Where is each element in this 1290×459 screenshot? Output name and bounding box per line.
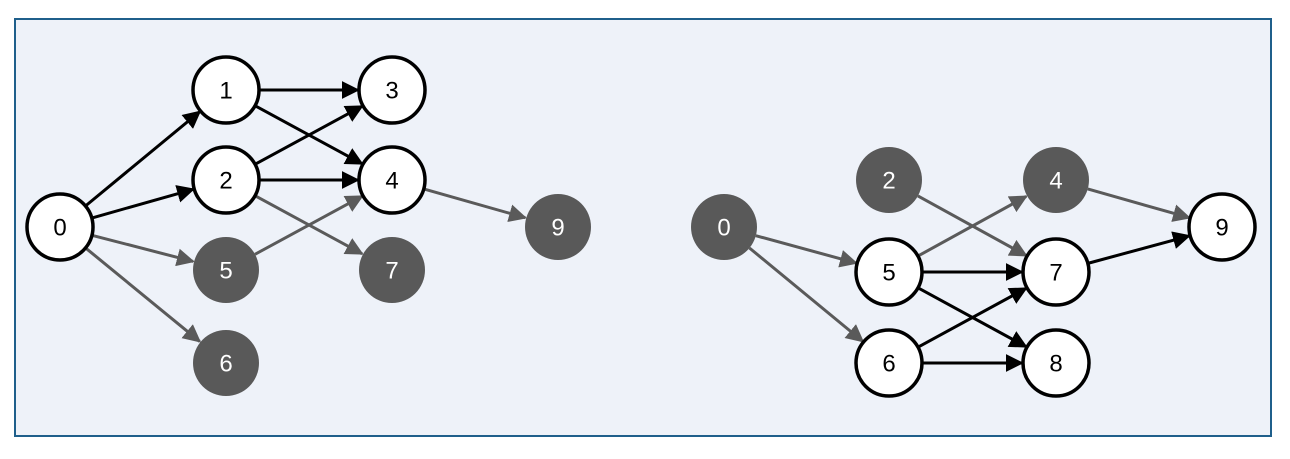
left-graph-node-9-circle bbox=[525, 194, 591, 260]
right-graph-edge-7-9 bbox=[1087, 231, 1191, 265]
nodes-layer: 0 1 2 3 4 5 6 7 9 0 2 4 5 6 7 8 9 bbox=[25, 55, 1257, 398]
right-graph-node-0-circle bbox=[691, 194, 757, 260]
right-graph-node-9-label: 9 bbox=[1215, 215, 1228, 242]
left-graph-node-4-circle bbox=[357, 145, 427, 215]
left-graph-node-3-label: 3 bbox=[385, 78, 398, 105]
left-graph-edge-0-5 bbox=[91, 233, 195, 267]
left-graph-node-5-circle bbox=[193, 237, 259, 303]
left-graph-node-6: 6 bbox=[193, 330, 259, 396]
left-graph-edge-4-9 bbox=[423, 187, 528, 222]
edges-layer bbox=[84, 81, 1192, 372]
left-graph-node-6-circle bbox=[193, 330, 259, 396]
left-graph-node-1-circle bbox=[191, 55, 261, 125]
right-graph-node-8: 8 bbox=[1021, 328, 1091, 398]
right-graph-node-7-label: 7 bbox=[1049, 260, 1062, 287]
right-graph-node-0-label: 0 bbox=[717, 215, 730, 242]
right-graph-node-4-circle bbox=[1023, 147, 1089, 213]
right-graph-node-5: 5 bbox=[854, 237, 924, 307]
left-graph-node-7-circle bbox=[359, 237, 425, 303]
right-graph-edge-4-9 bbox=[1087, 187, 1192, 222]
right-graph-node-6-label: 6 bbox=[882, 351, 895, 378]
left-graph-edge-0-2 bbox=[91, 185, 196, 220]
right-graph-node-2: 2 bbox=[856, 147, 922, 213]
left-graph-edge-0-6 bbox=[84, 246, 202, 343]
left-graph-node-4-label: 4 bbox=[385, 168, 398, 195]
left-graph-node-3-circle bbox=[357, 55, 427, 125]
left-graph-node-5-label: 5 bbox=[219, 258, 232, 285]
left-graph-node-9: 9 bbox=[525, 194, 591, 260]
right-graph-node-5-circle bbox=[854, 237, 924, 307]
left-graph-node-0: 0 bbox=[25, 192, 95, 262]
left-graph-edge-2-3 bbox=[254, 104, 364, 166]
left-graph-node-0-circle bbox=[25, 192, 95, 262]
right-graph-node-2-circle bbox=[856, 147, 922, 213]
left-graph-node-0-label: 0 bbox=[53, 215, 66, 242]
right-graph-node-9-circle bbox=[1187, 192, 1257, 262]
right-graph-node-5-label: 5 bbox=[882, 260, 895, 287]
left-graph-node-1-label: 1 bbox=[219, 78, 232, 105]
right-graph-node-6: 6 bbox=[854, 328, 924, 398]
right-graph-node-9: 9 bbox=[1187, 192, 1257, 262]
left-graph-node-2: 2 bbox=[191, 145, 261, 215]
right-graph-node-4-label: 4 bbox=[1049, 168, 1062, 195]
right-graph-node-8-label: 8 bbox=[1049, 351, 1062, 378]
right-graph-edge-6-7 bbox=[917, 286, 1028, 349]
right-graph-node-0: 0 bbox=[691, 194, 757, 260]
left-graph-node-5: 5 bbox=[193, 237, 259, 303]
right-graph-node-2-label: 2 bbox=[882, 168, 895, 195]
right-graph-edge-0-5 bbox=[755, 234, 858, 268]
left-graph-node-6-label: 6 bbox=[219, 351, 232, 378]
right-graph-node-8-circle bbox=[1021, 328, 1091, 398]
right-graph-node-7-circle bbox=[1021, 237, 1091, 307]
right-graph-edge-0-6 bbox=[748, 246, 865, 343]
right-graph-node-4: 4 bbox=[1023, 147, 1089, 213]
left-graph-node-9-label: 9 bbox=[551, 215, 564, 242]
right-graph-node-7: 7 bbox=[1021, 237, 1091, 307]
right-graph-node-6-circle bbox=[854, 328, 924, 398]
left-graph-node-2-circle bbox=[191, 145, 261, 215]
left-graph-node-1: 1 bbox=[191, 55, 261, 125]
left-graph-node-2-label: 2 bbox=[219, 168, 232, 195]
left-graph-node-7-label: 7 bbox=[385, 258, 398, 285]
right-graph-edge-5-4 bbox=[917, 195, 1028, 258]
left-graph-edge-0-1 bbox=[84, 110, 202, 208]
left-graph-node-7: 7 bbox=[359, 237, 425, 303]
left-graph-edge-5-4 bbox=[254, 194, 364, 256]
left-graph-node-4: 4 bbox=[357, 145, 427, 215]
left-graph-node-3: 3 bbox=[357, 55, 427, 125]
